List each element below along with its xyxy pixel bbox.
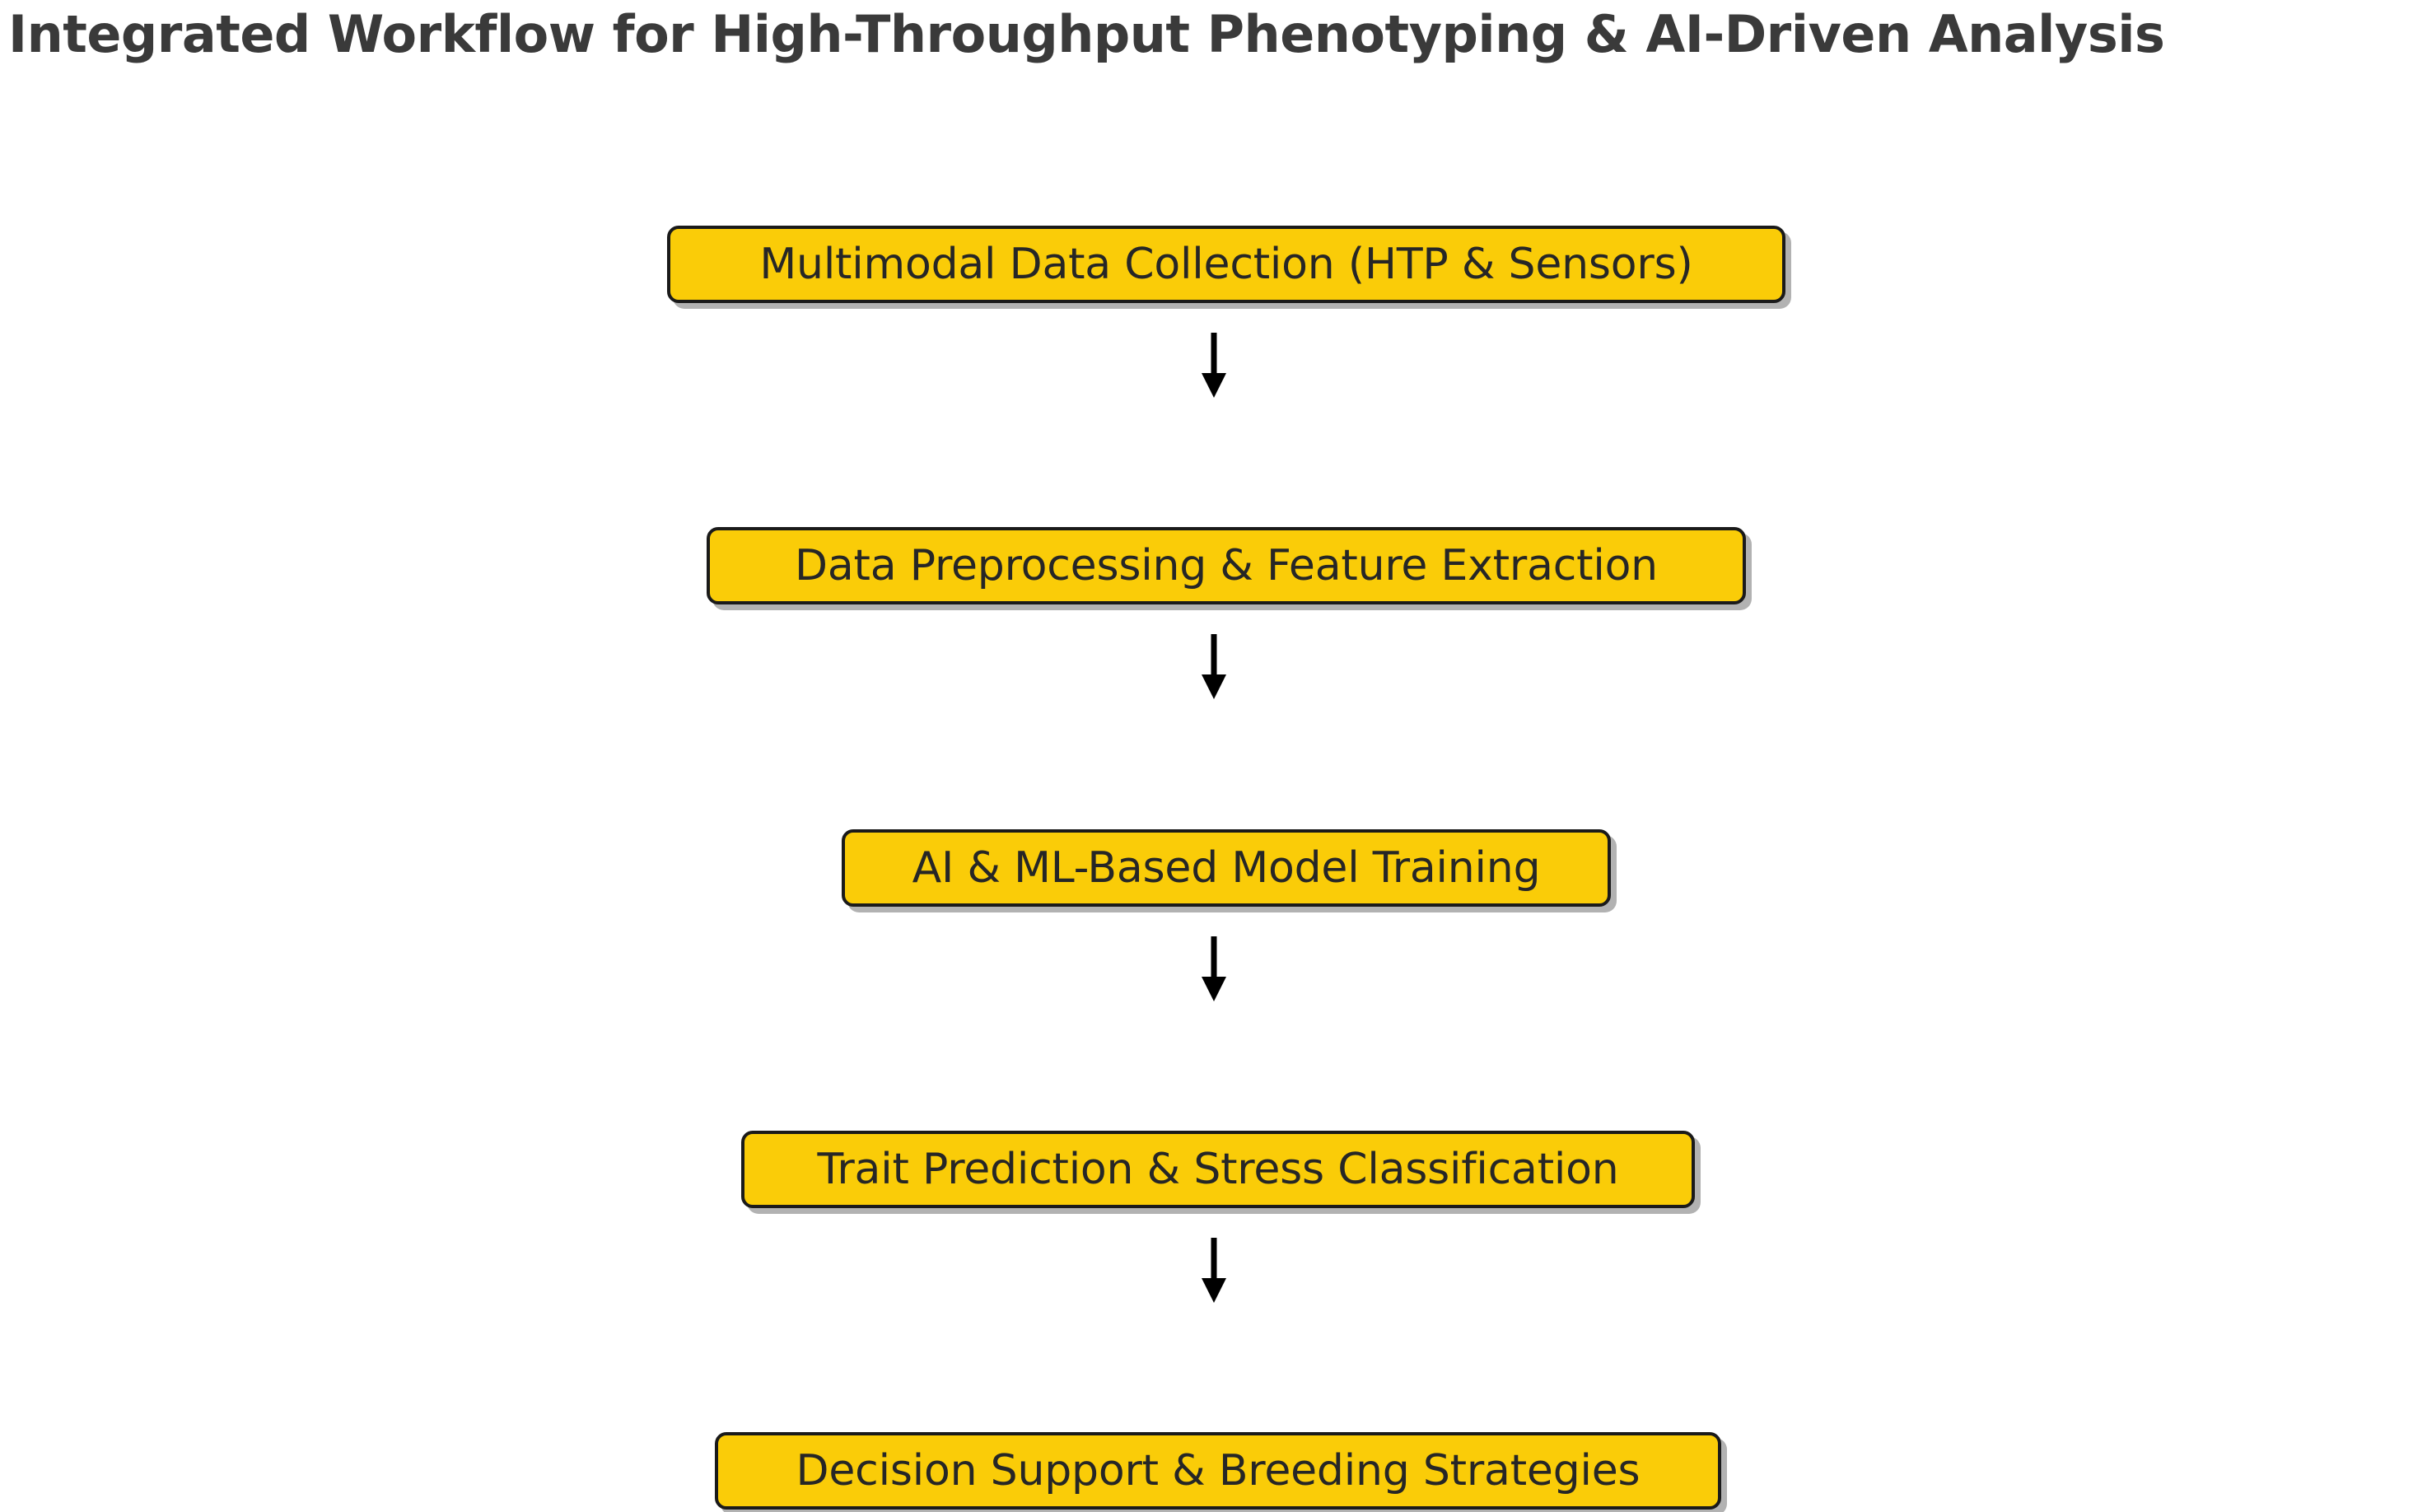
arrow-down-icon [1195,634,1233,700]
flow-node-label: Multimodal Data Collection (HTP & Sensor… [759,240,1693,289]
arrow-down-icon [1195,1238,1233,1304]
page-title: Integrated Workflow for High-Throughput … [8,4,2165,64]
flow-node-decision-support[interactable]: Decision Support & Breeding Strategies [715,1432,1721,1510]
flow-node-trait-prediction[interactable]: Trait Prediction & Stress Classification [741,1131,1695,1208]
flow-node-label: Data Preprocessing & Feature Extraction [795,541,1658,590]
flow-node-label: Decision Support & Breeding Strategies [796,1446,1641,1496]
flow-node-data-preprocessing[interactable]: Data Preprocessing & Feature Extraction [707,527,1746,604]
arrow-down-icon [1195,333,1233,399]
flow-node-label: Trait Prediction & Stress Classification [817,1145,1619,1194]
flow-node-ai-ml-model-training[interactable]: AI & ML-Based Model Training [842,829,1611,907]
arrow-down-icon [1195,936,1233,1002]
flow-node-multimodal-data-collection[interactable]: Multimodal Data Collection (HTP & Sensor… [667,226,1785,303]
flow-node-label: AI & ML-Based Model Training [912,843,1541,893]
